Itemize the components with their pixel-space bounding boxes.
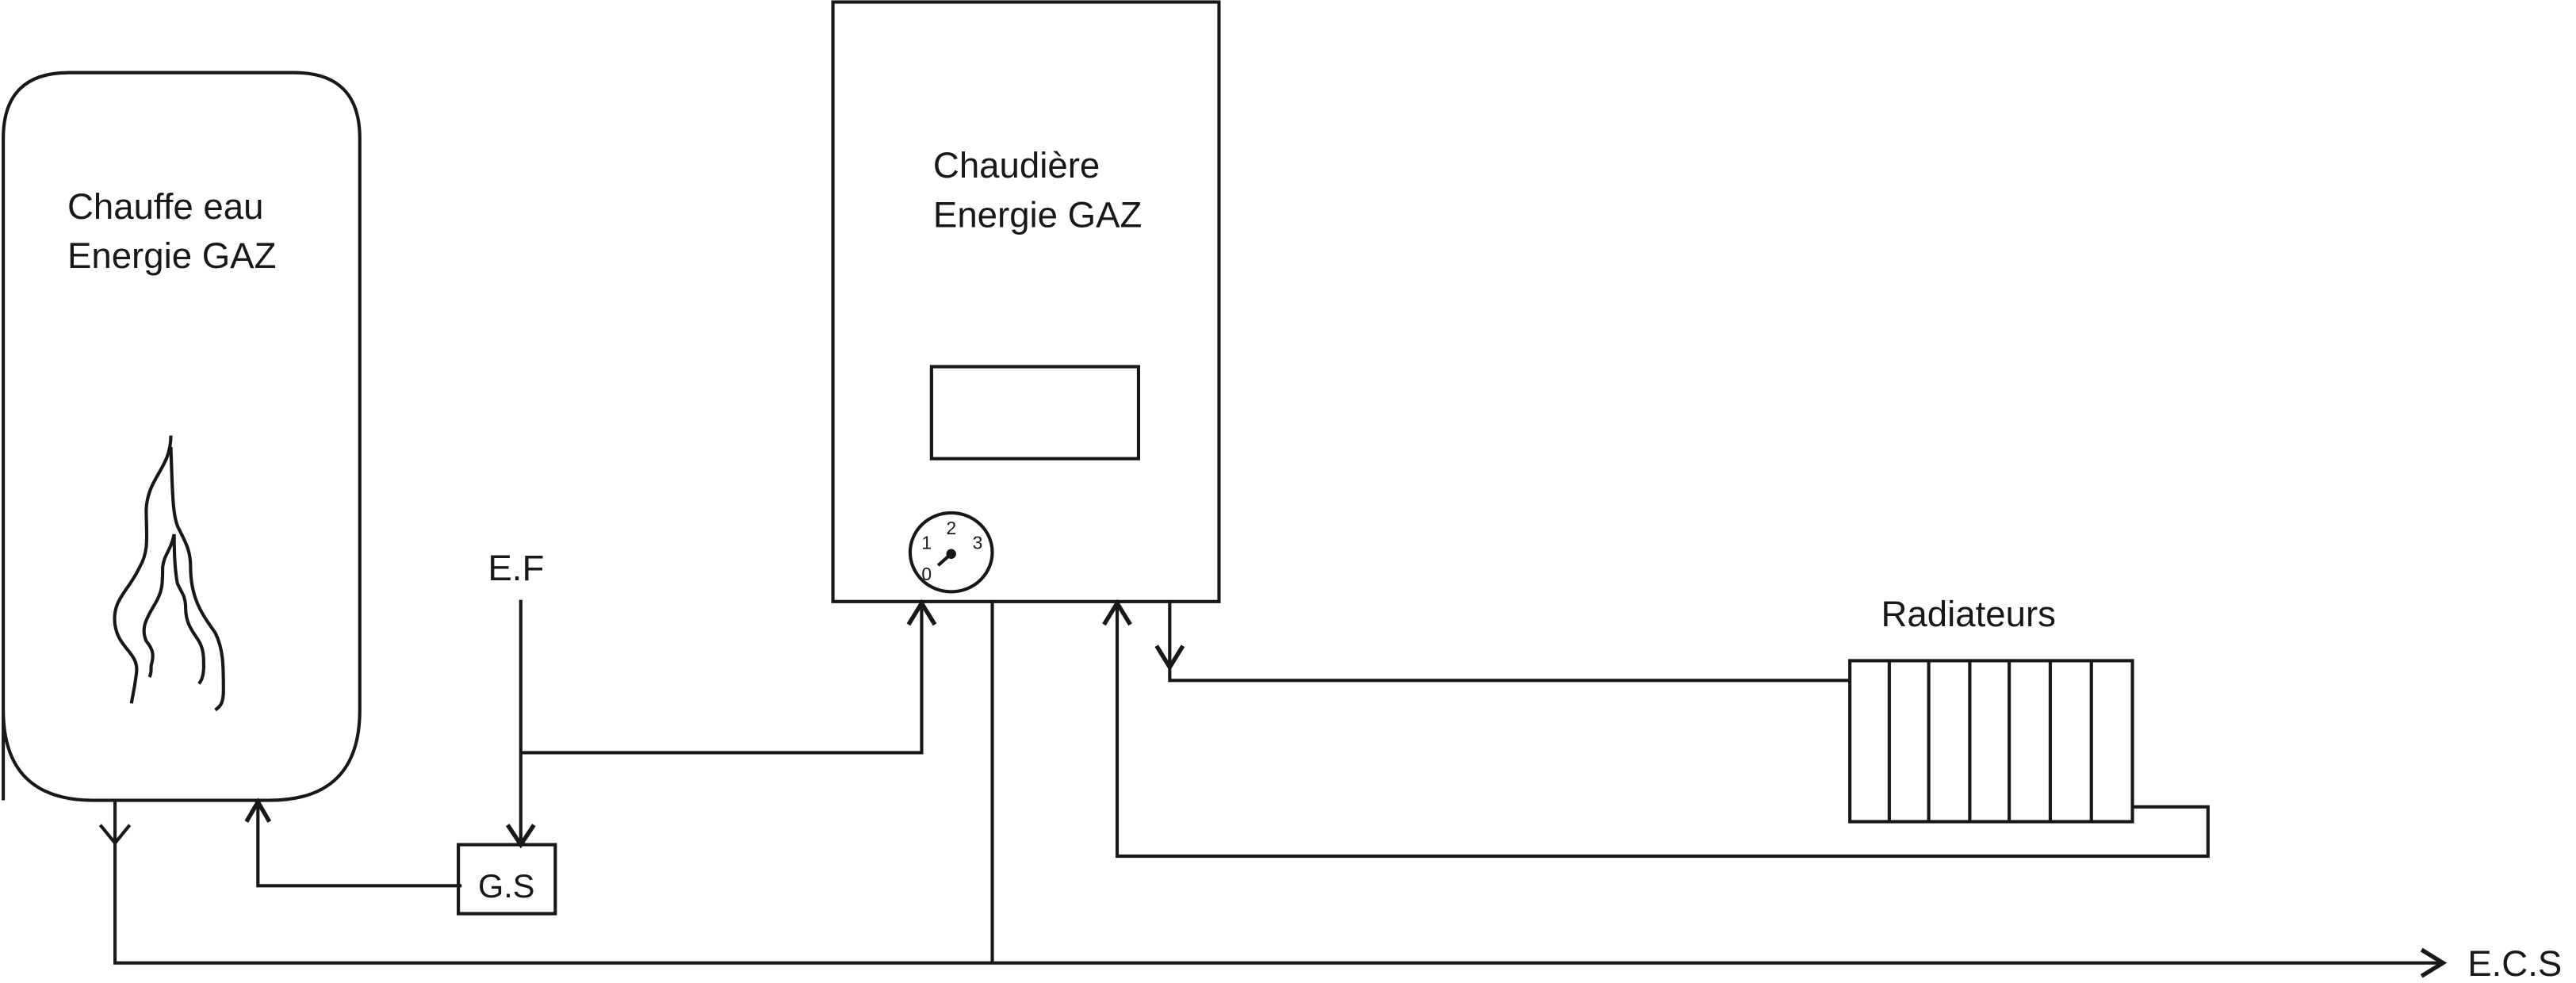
gauge-label-1: 1 [921, 533, 932, 553]
hot-water-label: E.C.S [2467, 943, 2562, 983]
gauge-label-2: 2 [947, 518, 957, 538]
water-heater-energy: Energie GAZ [67, 235, 276, 276]
cold-water-label: E.F [488, 548, 544, 588]
hot-water-pipe [98, 601, 2448, 978]
boiler: Chaudière Energie GAZ 0 1 2 3 [831, 0, 1221, 603]
boiler-display [929, 365, 1141, 461]
cold-water-pipe [506, 599, 937, 849]
heating-circuit [1102, 599, 2210, 859]
radiators-label: Radiateurs [1881, 594, 2056, 634]
pressure-gauge: 0 1 2 3 [908, 511, 994, 594]
flame-icon [113, 435, 225, 712]
water-heater: Chauffe eau Energie GAZ [2, 71, 362, 802]
water-heater-title: Chauffe eau [67, 186, 264, 227]
gauge-label-0: 0 [921, 564, 932, 584]
boiler-title: Chaudière [933, 145, 1100, 186]
safety-group: G.S [244, 797, 557, 916]
safety-group-label: G.S [478, 867, 534, 905]
gauge-label-3: 3 [973, 533, 983, 553]
boiler-energy: Energie GAZ [933, 194, 1142, 235]
radiator-icon [1848, 659, 2134, 824]
